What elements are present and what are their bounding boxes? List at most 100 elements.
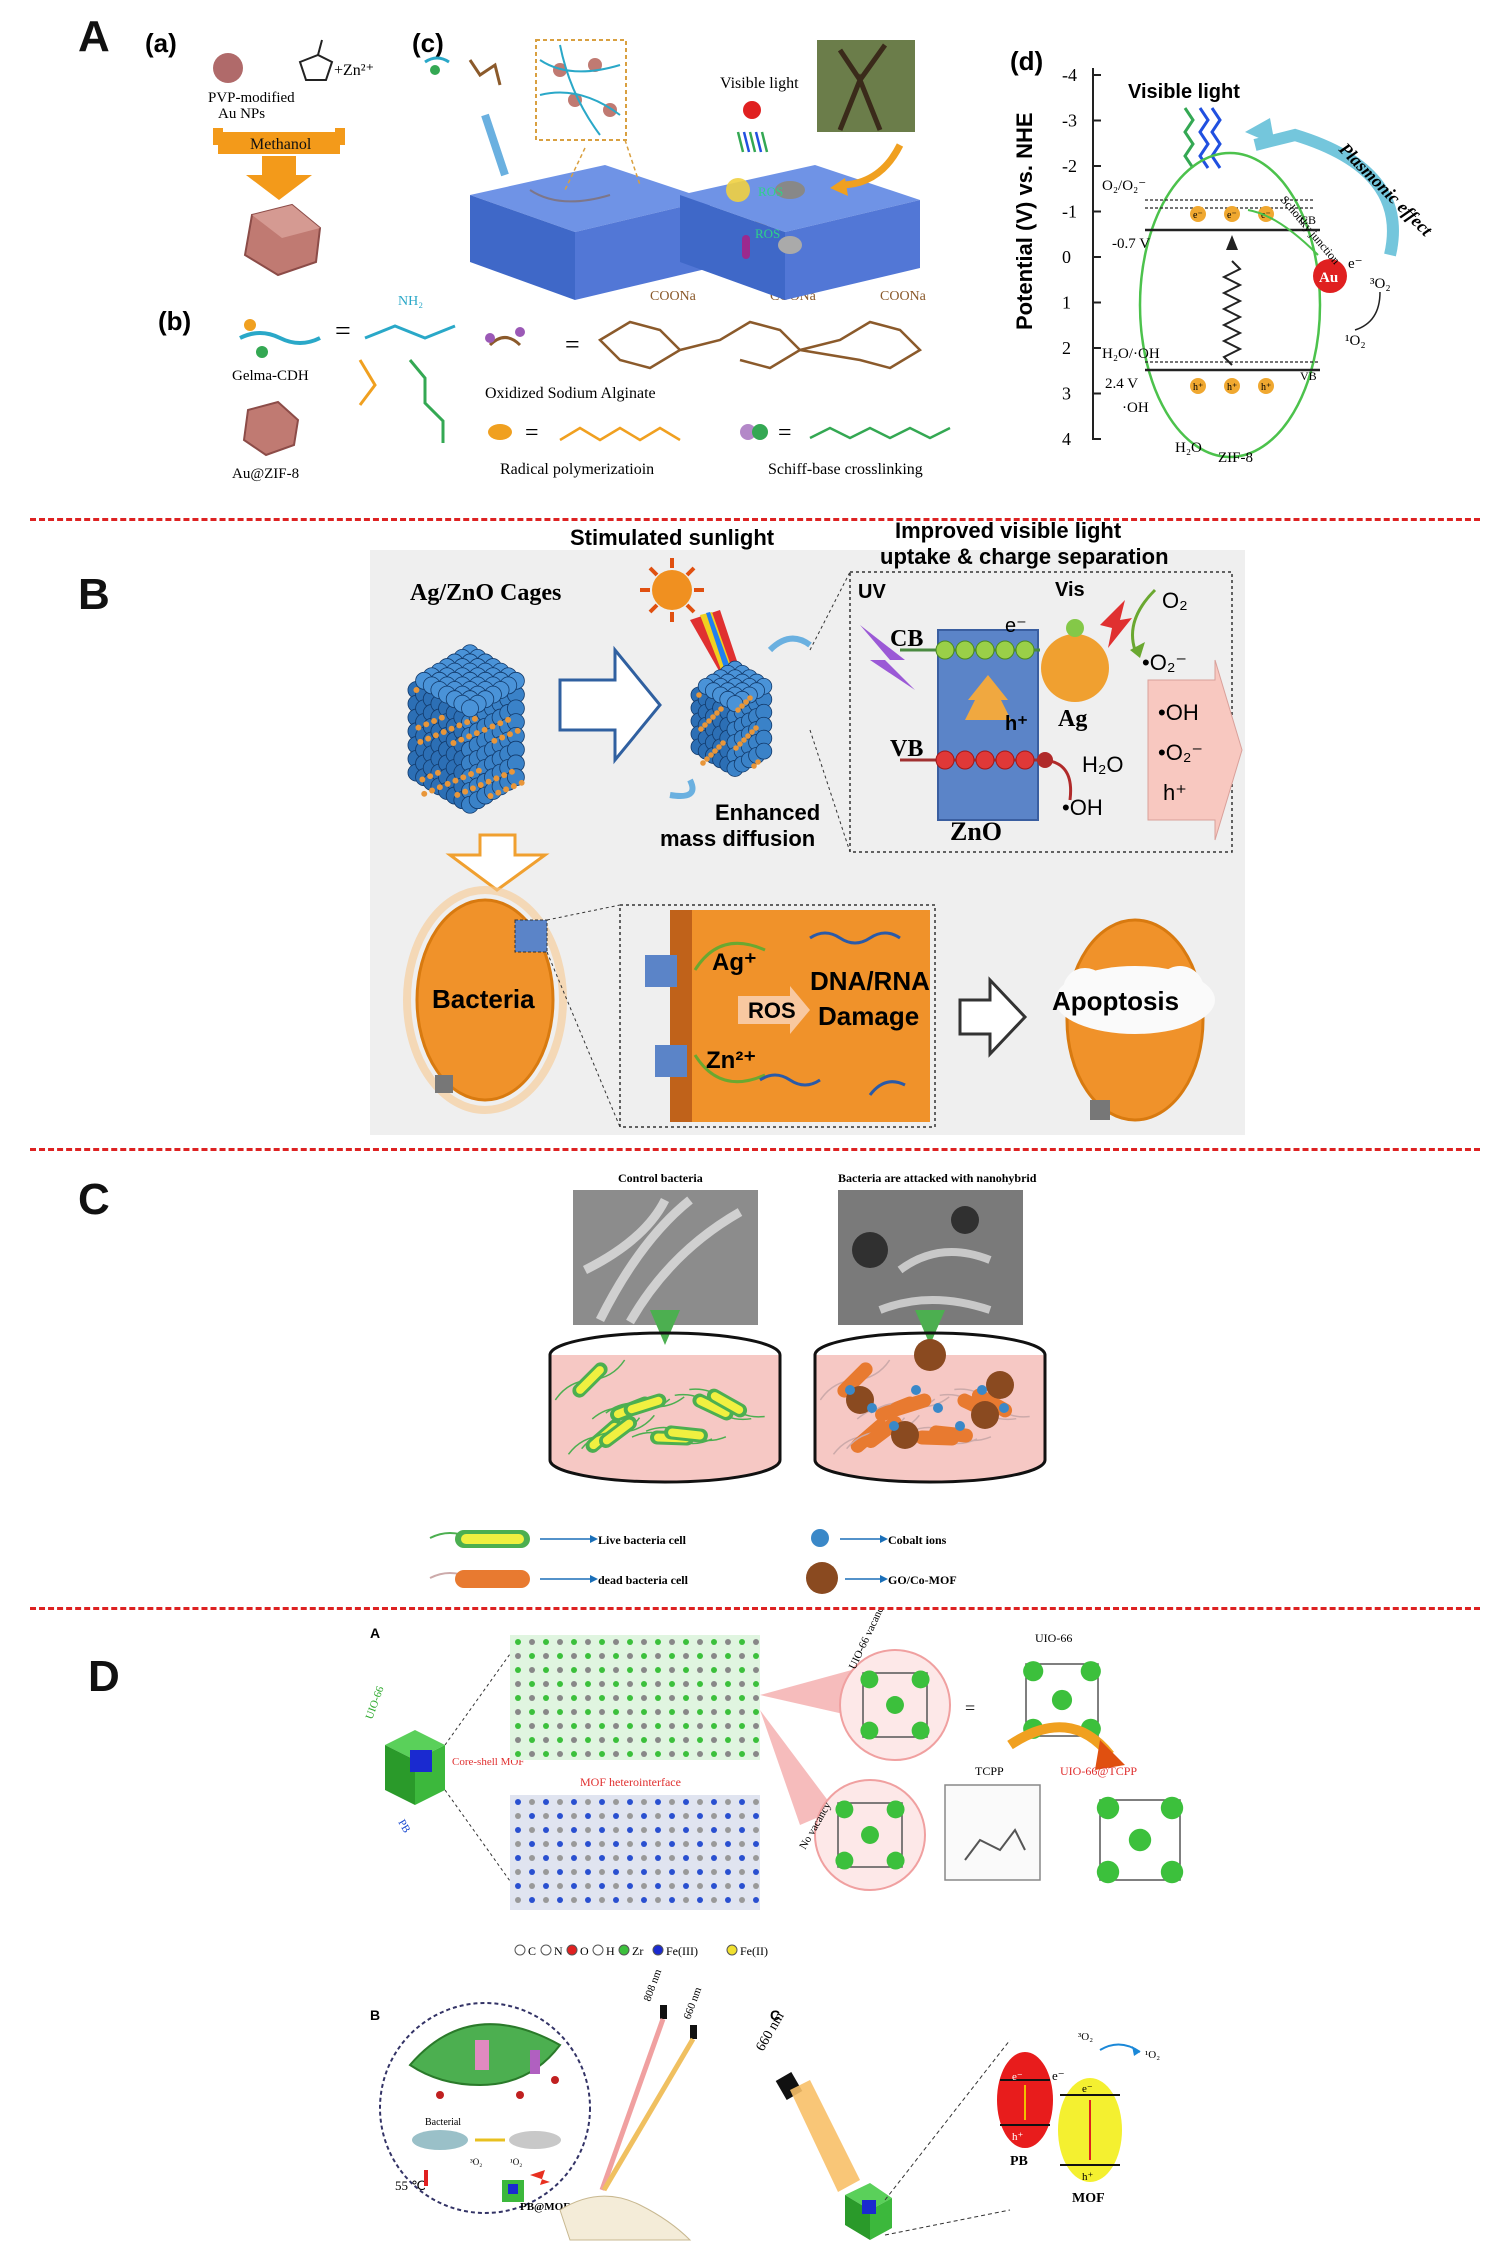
atom-legend-dot: [618, 1944, 630, 1956]
svg-text:H₂O/·OH: H₂O/·OH: [1102, 346, 1160, 362]
svg-text:Damage: Damage: [818, 1001, 919, 1031]
svg-text:h⁺: h⁺: [1012, 2131, 1024, 2143]
mouse-icon: [559, 2195, 692, 2241]
alginate-structure: [597, 320, 923, 370]
svg-text:Vis: Vis: [1055, 579, 1085, 601]
atom-legend-dot: [652, 1944, 664, 1956]
svg-text:=: =: [565, 330, 580, 359]
atom-legend-label: Zr: [632, 1944, 643, 1958]
svg-text:660 nm: 660 nm: [682, 1985, 705, 2021]
svg-text:e⁻: e⁻: [1227, 210, 1237, 221]
d-y-tick: -2: [1062, 156, 1077, 176]
svg-text:ROS: ROS: [758, 184, 783, 199]
separator-3: [30, 1607, 1480, 1610]
panel-c-diagram: Control bacteria Bacteria are attacked w…: [429, 1171, 1047, 1594]
svg-text:B: B: [370, 2007, 380, 2023]
svg-text:2.4 V: 2.4 V: [1105, 376, 1138, 392]
svg-text:Au: Au: [1319, 270, 1338, 286]
svg-text:Cobalt ions: Cobalt ions: [888, 1533, 947, 1547]
cages-label: Ag/ZnO Cages: [410, 580, 561, 606]
svg-text:55 ℃: 55 ℃: [395, 2178, 426, 2193]
pvp-label-1: PVP-modified: [208, 90, 295, 106]
svg-text:h⁺: h⁺: [1261, 382, 1271, 393]
svg-text:Ag⁺: Ag⁺: [712, 949, 757, 976]
panel-c-letter: C: [78, 1175, 110, 1224]
sub-c: (c): [412, 28, 444, 58]
imidazole-ring: [298, 53, 334, 81]
pvp-label-2: Au NPs: [218, 106, 265, 122]
svg-text:·OH: ·OH: [1122, 400, 1149, 416]
d-y-tick: 3: [1062, 384, 1071, 404]
d-y-tick: 2: [1062, 338, 1071, 358]
output-arrow: [1147, 659, 1243, 841]
d-y-tick: -3: [1062, 111, 1077, 131]
svg-text:h⁺: h⁺: [1082, 2171, 1094, 2183]
svg-text:DNA/RNA: DNA/RNA: [810, 966, 930, 996]
svg-text:h⁺: h⁺: [1005, 713, 1028, 735]
panel-d-diagram: A UIO-66 Core-shell MOF PB MOF heteroint…: [364, 1610, 1184, 2241]
dish-control: [548, 1355, 782, 1484]
au-np-sphere: [213, 53, 243, 83]
svg-text:CB: CB: [1300, 213, 1316, 227]
svg-text:Core-shell MOF: Core-shell MOF: [452, 1756, 524, 1768]
svg-text:ROS: ROS: [748, 998, 796, 1023]
svg-text:Bacteria: Bacteria: [432, 984, 535, 1014]
svg-text:UIO-66@TCPP: UIO-66@TCPP: [1060, 1764, 1137, 1778]
uio66-lattice: [510, 1635, 760, 1760]
radical-label: Radical polymerizatioin: [500, 461, 654, 478]
atom-legend-dot: [540, 1944, 552, 1956]
svg-text:e⁻: e⁻: [1005, 615, 1027, 637]
inset-network: [535, 39, 627, 141]
atom-legend-dot: [726, 1944, 738, 1956]
zinc-ion: +Zn²⁺: [334, 62, 374, 79]
separator-1: [30, 518, 1480, 521]
svg-text:660 nm: 660 nm: [753, 2010, 787, 2054]
svg-text:¹O₂: ¹O₂: [1345, 333, 1366, 349]
svg-text:VB: VB: [890, 736, 923, 762]
d-visible-light: Visible light: [1128, 81, 1240, 103]
svg-text:=: =: [525, 420, 539, 446]
gelma-label: Gelma-CDH: [232, 368, 309, 384]
svg-text:VB: VB: [1300, 369, 1317, 383]
svg-text:Plasmonic effect: Plasmonic effect: [1334, 138, 1437, 241]
methanol-label: Methanol: [250, 136, 312, 153]
svg-text:³O₂: ³O₂: [1370, 276, 1391, 292]
panel-b-letter: B: [78, 570, 110, 619]
d-y-label: Potential (V) vs. NHE: [1012, 112, 1037, 330]
svg-text:CB: CB: [890, 626, 923, 652]
d-y-tick: 1: [1062, 293, 1071, 313]
svg-text:Control bacteria: Control bacteria: [618, 1171, 703, 1185]
svg-text:-0.7 V: -0.7 V: [1112, 236, 1150, 252]
svg-text:NH₂: NH₂: [398, 294, 423, 309]
svg-text:ZnO: ZnO: [950, 817, 1002, 846]
svg-text:Bacterial: Bacterial: [425, 2117, 461, 2128]
svg-text:O₂/O₂⁻: O₂/O₂⁻: [1102, 178, 1146, 194]
svg-text:•OH: •OH: [1062, 795, 1103, 820]
pb-lattice: [510, 1795, 760, 1910]
panel-a-diagram: (a) PVP-modified Au NPs +Zn²⁺ Methanol (…: [145, 28, 1437, 482]
svg-text:H₂O: H₂O: [1082, 752, 1124, 777]
plasmonic-arrow: [1253, 128, 1399, 257]
atom-legend-label: H: [606, 1944, 615, 1958]
svg-text:ZIF-8: ZIF-8: [1218, 450, 1253, 466]
tree-photo: [817, 40, 915, 132]
svg-text:COONa: COONa: [650, 289, 697, 304]
panel-d-letter: D: [88, 1652, 120, 1701]
svg-text:H₂O: H₂O: [1175, 440, 1202, 456]
sub-a: (a): [145, 28, 177, 58]
sub-b: (b): [158, 306, 191, 336]
tcpp-box: [944, 1784, 1041, 1881]
svg-text:e⁻: e⁻: [1082, 2083, 1093, 2095]
svg-text:uptake & charge separation: uptake & charge separation: [880, 544, 1169, 569]
svg-text:MOF: MOF: [1072, 2191, 1105, 2206]
svg-text:MOF heterointerface: MOF heterointerface: [580, 1775, 681, 1789]
ag-particle: [1041, 634, 1109, 702]
d-y-tick: -1: [1062, 202, 1077, 222]
svg-text:³O₂: ³O₂: [1078, 2031, 1093, 2043]
panel-b-diagram: Stimulated sunlight Improved visible lig…: [370, 520, 1245, 1135]
atom-legend-label: O: [580, 1944, 589, 1958]
sub-d: (d): [1010, 46, 1043, 76]
svg-text:Stimulated sunlight: Stimulated sunlight: [570, 525, 775, 550]
svg-text:PB@MOF: PB@MOF: [520, 2201, 570, 2213]
dish-attacked: [813, 1355, 1047, 1484]
